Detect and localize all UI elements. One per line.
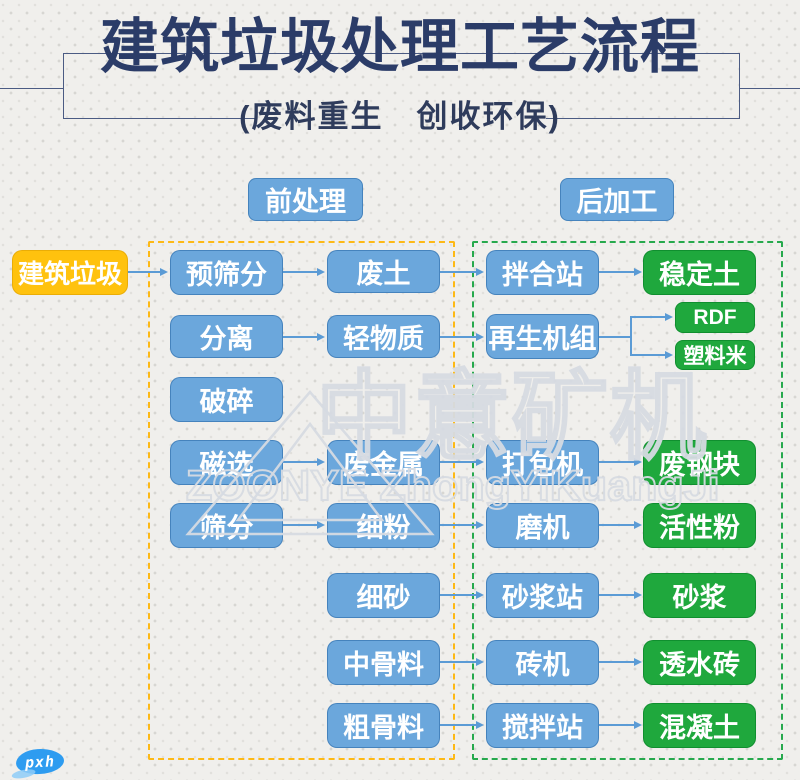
arrow-finesand-to-mortarstation	[440, 591, 484, 599]
pretreatment-region-frame	[148, 241, 455, 760]
arrow-mill-to-activepowder	[599, 521, 642, 529]
flow-node-mortar-station: 砂浆站	[486, 573, 599, 618]
arrow-lightmaterial-to-regenerationunit	[440, 333, 484, 341]
flow-node-agitating-station: 搅拌站	[486, 703, 599, 748]
arrow-scrapmetal-to-baler	[440, 458, 484, 466]
arrow-separation-to-lightmaterial	[283, 333, 325, 341]
arrow-agitatingstation-to-concrete	[599, 721, 642, 729]
arrow-baler-to-scrapsteel	[599, 458, 642, 466]
title-rule-right	[739, 88, 800, 89]
flow-node-mill: 磨机	[486, 503, 599, 548]
arrow-mediumaggregate-to-brickmachine	[440, 658, 484, 666]
title-frame-bottom-right	[546, 118, 739, 119]
flow-node-medium-aggregate: 中骨料	[327, 640, 440, 685]
arrow-wastesoil-to-mixingstation	[440, 268, 484, 276]
arrow-mixingstation-to-stabilizedsoil	[599, 268, 642, 276]
flow-node-stabilized-soil: 稳定土	[643, 250, 756, 295]
section-header-pretreatment: 前处理	[248, 178, 363, 221]
arrow-magnetic-to-scrapmetal	[283, 458, 325, 466]
flow-node-concrete: 混凝土	[643, 703, 756, 748]
section-header-postprocessing: 后加工	[560, 178, 674, 221]
arrow-branch-to-plasticpellets	[631, 351, 673, 359]
pxh-logo: pxh	[15, 747, 65, 776]
title-rule-left	[0, 88, 63, 89]
flow-node-fine-sand: 细砂	[327, 573, 440, 618]
title-frame	[63, 53, 740, 119]
flow-node-mixing-station: 拌合站	[486, 250, 599, 295]
arrow-mortarstation-to-mortar	[599, 591, 642, 599]
arrow-prescreening-to-wastesoil	[283, 268, 325, 276]
arrow-branch-to-rdf	[631, 313, 673, 321]
arrow-screening-to-finepowder	[283, 521, 325, 529]
postprocessing-region-frame	[472, 241, 783, 760]
page-subtitle: (废料重生 创收环保)	[239, 99, 561, 134]
arrow-brickmachine-to-permeablebrick	[599, 658, 642, 666]
flow-node-scrap-metal: 废金属	[327, 440, 440, 485]
flow-node-source: 建筑垃圾	[12, 250, 128, 295]
title-frame-bottom-left	[63, 118, 255, 119]
flow-node-pre-screening: 预筛分	[170, 250, 283, 295]
flow-node-crushing: 破碎	[170, 377, 283, 422]
flow-node-brick-machine: 砖机	[486, 640, 599, 685]
arrow-source-to-prescreening	[128, 268, 168, 276]
arrow-coarseaggregate-to-agitatingstation	[440, 721, 484, 729]
arrow-finepowder-to-mill	[440, 521, 484, 529]
flow-node-scrap-steel-block: 废钢块	[643, 440, 756, 485]
flow-node-active-powder: 活性粉	[643, 503, 756, 548]
flow-node-rdf: RDF	[675, 302, 755, 333]
branch-line-horizontal	[599, 336, 631, 338]
flow-node-coarse-aggregate: 粗骨料	[327, 703, 440, 748]
flow-node-permeable-brick: 透水砖	[643, 640, 756, 685]
flow-node-plastic-pellets: 塑料米	[675, 340, 755, 370]
flow-node-separation: 分离	[170, 315, 283, 358]
flow-node-baler: 打包机	[486, 440, 599, 485]
flow-node-regeneration-unit: 再生机组	[486, 314, 599, 359]
flow-node-screening: 筛分	[170, 503, 283, 548]
flow-node-fine-powder: 细粉	[327, 503, 440, 548]
flow-node-light-material: 轻物质	[327, 315, 440, 358]
flow-node-magnetic-separation: 磁选	[170, 440, 283, 485]
flow-node-waste-soil: 废土	[327, 250, 440, 293]
branch-line-vertical	[630, 316, 632, 356]
page-title: 建筑垃圾处理工艺流程	[99, 14, 700, 80]
flow-node-mortar: 砂浆	[643, 573, 756, 618]
